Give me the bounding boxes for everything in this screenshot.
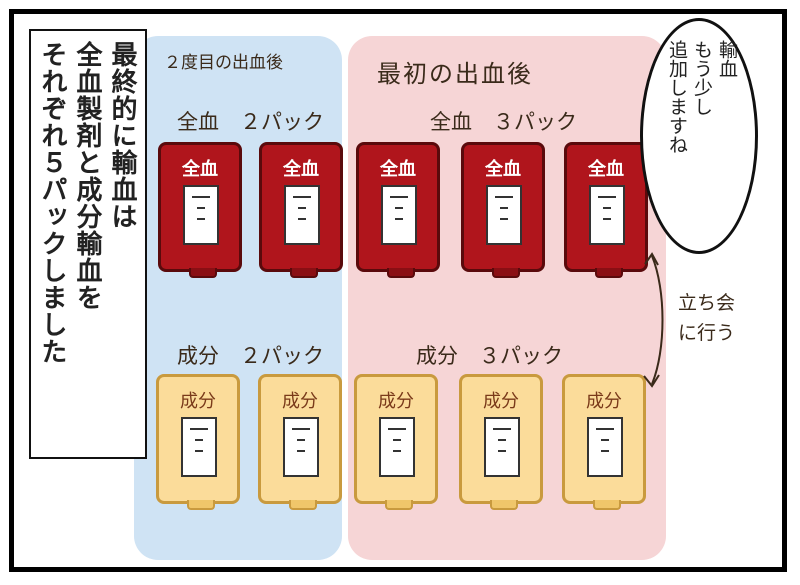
component-pack: 成分 (156, 374, 240, 510)
pack-title: 成分 (483, 391, 519, 412)
label-second-bleed: ２度目の出血後 (164, 53, 283, 73)
pack-port (189, 268, 217, 278)
label-first-bleed: 最初の出血後 (377, 60, 533, 88)
component-pack: 成分 (258, 374, 342, 510)
pack-label-sheet (284, 185, 320, 245)
label-component-2: 成分 ２パック (177, 344, 324, 368)
label-whole-blood-3: 全血 ３パック (430, 110, 577, 134)
pack-port (595, 268, 623, 278)
label-whole-blood-2: 全血 ２パック (177, 110, 324, 134)
component-pack: 成分 (562, 374, 646, 510)
whole-blood-pack: 全血 (564, 142, 648, 278)
pack-title: 全血 (182, 159, 218, 180)
pack-title: 成分 (282, 391, 318, 412)
pack-label-sheet (379, 417, 415, 477)
pack-port (387, 268, 415, 278)
pack-title: 成分 (180, 391, 216, 412)
pack-label-sheet (486, 185, 522, 245)
pack-label-sheet (181, 417, 217, 477)
caption-box: 最終的に輸血は 全血製剤と成分輸血を それぞれ５パックしました (29, 29, 147, 459)
pack-title: 全血 (283, 159, 319, 180)
pack-port (289, 500, 317, 510)
side-note: 立ち会に行う (678, 292, 736, 344)
whole-blood-pack: 全血 (461, 142, 545, 278)
pack-title: 全血 (380, 159, 416, 180)
whole-blood-pack: 全血 (356, 142, 440, 278)
pack-label-sheet (587, 417, 623, 477)
speech-bubble (640, 18, 758, 254)
pack-label-sheet (589, 185, 625, 245)
pack-port (385, 500, 413, 510)
speech-bubble-text: 輸血 もう少し 追加しますね (666, 40, 738, 154)
pack-port (187, 500, 215, 510)
pack-label-sheet (283, 417, 319, 477)
component-pack: 成分 (459, 374, 543, 510)
whole-blood-pack: 全血 (259, 142, 343, 278)
pack-label-sheet (183, 185, 219, 245)
pack-port (492, 268, 520, 278)
curved-arrow-icon (643, 252, 664, 388)
pack-label-sheet (484, 417, 520, 477)
whole-blood-pack: 全血 (158, 142, 242, 278)
pack-label-sheet (381, 185, 417, 245)
pack-title: 全血 (588, 159, 624, 180)
pack-title: 成分 (586, 391, 622, 412)
component-pack: 成分 (354, 374, 438, 510)
pack-port (593, 500, 621, 510)
pack-title: 全血 (485, 159, 521, 180)
label-component-3: 成分 ３パック (416, 344, 563, 368)
pack-title: 成分 (378, 391, 414, 412)
pack-port (290, 268, 318, 278)
pack-port (490, 500, 518, 510)
